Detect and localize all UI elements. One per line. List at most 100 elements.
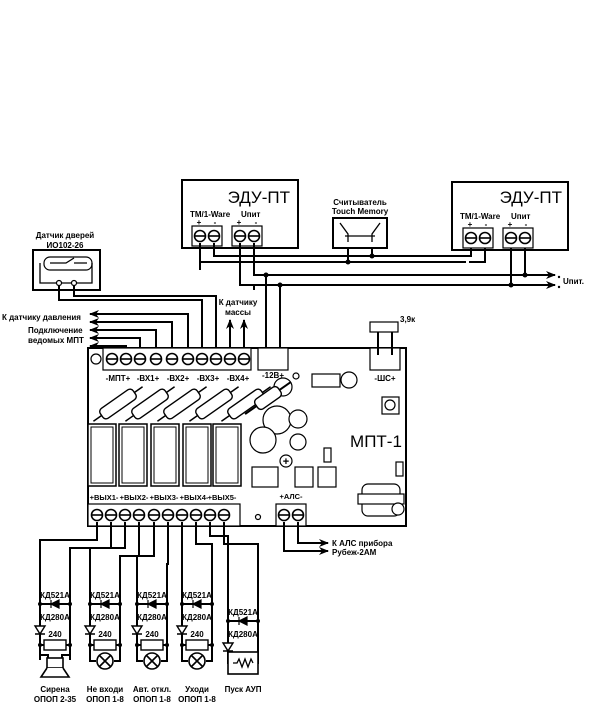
relay bbox=[150, 423, 180, 487]
edu-pt-left: ЭДУ-ПТ TM/1-Ware Uпит + - + - bbox=[181, 179, 299, 249]
minus-sign: - bbox=[214, 218, 217, 227]
relay-inner bbox=[121, 426, 145, 484]
edu-pt-right: ЭДУ-ПТ TM/1-Ware Uпит + - + - bbox=[451, 181, 569, 251]
shs-terminal-block bbox=[369, 347, 401, 371]
ic-chip bbox=[294, 466, 314, 488]
junction bbox=[68, 602, 72, 606]
terminal-screw bbox=[518, 231, 532, 245]
output-name: Сирена bbox=[40, 685, 70, 694]
junction bbox=[88, 643, 92, 647]
plus-sign: + bbox=[237, 218, 242, 227]
junction bbox=[38, 602, 42, 606]
tm-label: TM/1-Ware bbox=[460, 212, 501, 221]
minus-sign: - bbox=[255, 218, 258, 227]
ic-chip bbox=[251, 466, 279, 488]
relay bbox=[87, 423, 117, 487]
tm-label: TM/1-Ware bbox=[190, 210, 231, 219]
junction bbox=[118, 643, 122, 647]
relay-inner bbox=[90, 426, 114, 484]
terminal-screw bbox=[147, 508, 161, 522]
terminal-screw bbox=[464, 231, 478, 245]
resistor-value: 240 bbox=[48, 630, 62, 639]
diode-label-kd521: КД521А bbox=[182, 591, 212, 600]
terminal-screw bbox=[237, 352, 251, 366]
output-zone: ОПОП 1-8 bbox=[178, 695, 216, 704]
resistor-body bbox=[99, 388, 137, 420]
plus-sign: + bbox=[197, 218, 202, 227]
resistor-body bbox=[131, 388, 169, 420]
resistor-body bbox=[253, 385, 283, 411]
junction bbox=[256, 619, 260, 623]
mpt-title: МПТ-1 bbox=[350, 432, 402, 451]
output-name: Авт. откл. bbox=[133, 685, 171, 694]
output-zone: ОПОП 1-8 bbox=[86, 695, 124, 704]
diode-label-kd521: КД521А bbox=[137, 591, 167, 600]
shs-resistor-label: 3,9к bbox=[400, 315, 416, 324]
heater-zigzag bbox=[233, 657, 254, 669]
door-sensor-label-1: Датчик дверей bbox=[36, 231, 95, 240]
bus-wires: Uпит. bbox=[199, 243, 584, 289]
terminal-screw bbox=[165, 352, 179, 366]
terminal-label-vx4: -ВХ4+ bbox=[227, 374, 250, 383]
als-connection: К АЛС прибора Рубеж-2АМ bbox=[283, 522, 393, 557]
siren-horn bbox=[39, 667, 71, 678]
shs-resistor bbox=[369, 321, 399, 333]
output-zone: ОПОП 1-8 bbox=[133, 695, 171, 704]
als-label-1: К АЛС прибора bbox=[332, 539, 393, 548]
wire bbox=[209, 522, 229, 629]
junction bbox=[165, 602, 169, 606]
wire bbox=[223, 522, 259, 660]
terminal-screw bbox=[223, 352, 237, 366]
terminal-screw bbox=[193, 229, 207, 243]
diagonal-resistor bbox=[244, 381, 292, 415]
junction bbox=[68, 643, 72, 647]
terminal-screw bbox=[207, 229, 221, 243]
relay-inner bbox=[185, 426, 209, 484]
junction bbox=[180, 643, 184, 647]
diode-icon bbox=[130, 625, 144, 636]
junction bbox=[210, 602, 214, 606]
series-resistor bbox=[140, 639, 164, 651]
output-zone: ОПОП 2-35 bbox=[34, 695, 77, 704]
relay-inner bbox=[215, 426, 239, 484]
junction bbox=[118, 602, 122, 606]
upit-label: Uпит bbox=[241, 210, 261, 219]
terminal-label-shs: -ШС+ bbox=[374, 374, 395, 383]
power-terminal-block bbox=[257, 347, 289, 371]
terminal-screw bbox=[175, 508, 189, 522]
reader-label-2: Touch Memory bbox=[332, 207, 389, 216]
relay-inner bbox=[153, 426, 177, 484]
terminal-screw bbox=[504, 231, 518, 245]
terminal-screw bbox=[181, 352, 195, 366]
lamp-cross bbox=[190, 654, 204, 668]
terminal-screw bbox=[104, 508, 118, 522]
diode-icon bbox=[237, 616, 248, 626]
wire bbox=[181, 650, 213, 662]
terminal-label-vx1: -ВХ1+ bbox=[137, 374, 160, 383]
mass-sensor-label-2: массы bbox=[225, 308, 251, 317]
wire bbox=[136, 522, 155, 612]
diode-label-kd280: КД280А bbox=[182, 613, 212, 622]
terminal-label-out2: +ВЫХ2- bbox=[120, 493, 149, 502]
terminal-screw bbox=[233, 229, 247, 243]
diode-label-kd280: КД280А bbox=[228, 630, 258, 639]
reader-box bbox=[332, 217, 388, 249]
diode-icon bbox=[83, 625, 97, 636]
terminal-label-out3: +ВЫХ3- bbox=[150, 493, 179, 502]
diagonal-resistor bbox=[188, 386, 240, 422]
als-label-2: Рубеж-2АМ bbox=[332, 548, 377, 557]
terminal-screw bbox=[132, 508, 146, 522]
diode-label-kd521: КД521А bbox=[90, 591, 120, 600]
junction bbox=[180, 602, 184, 606]
terminal-screw bbox=[189, 508, 203, 522]
diode-icon bbox=[49, 599, 60, 609]
wire bbox=[39, 522, 98, 612]
diode-label-kd521: КД521А bbox=[228, 608, 258, 617]
plus-sign: + bbox=[468, 220, 473, 229]
slave-mpt-label-1: Подключение bbox=[28, 326, 83, 335]
terminal-screw bbox=[161, 508, 175, 522]
